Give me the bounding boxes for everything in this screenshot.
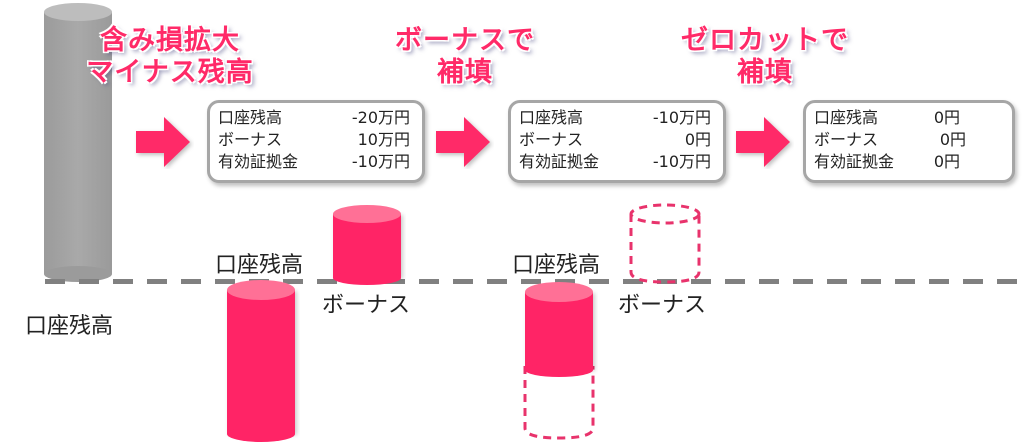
label-stage2-balance: 口座残高: [512, 253, 601, 278]
row-value: 0円: [933, 108, 960, 127]
label-initial-balance: 口座残高: [25, 314, 114, 339]
row-label: ボーナス: [519, 130, 584, 149]
info-box-stage3: 口座残高 0円 ボーナス 0円 有効証拠金 0円: [803, 100, 1015, 183]
row-balance: 口座残高 0円: [814, 107, 1004, 129]
row-bonus: ボーナス 0円: [519, 129, 715, 151]
row-label: 口座残高: [519, 108, 584, 127]
heading-line: ボーナスで: [395, 25, 535, 56]
row-value: 0円: [684, 130, 711, 149]
label-stage1-bonus: ボーナス: [322, 293, 411, 318]
heading-unrealized-loss: 含み損拡大 マイナス残高: [70, 25, 270, 89]
info-box-stage1: 口座残高 -20万円 ボーナス 10万円 有効証拠金 -10万円: [207, 100, 425, 183]
row-value: 0円: [939, 130, 966, 149]
stage2-bonus-cylinder-empty: [629, 203, 701, 284]
row-effective-margin: 有効証拠金 0円: [814, 151, 1004, 173]
stage2-balance-cylinder: [523, 282, 595, 440]
row-value: -10万円: [652, 108, 711, 127]
label-stage2-bonus: ボーナス: [618, 293, 707, 318]
row-bonus: ボーナス 0円: [814, 129, 1004, 151]
row-effective-margin: 有効証拠金 -10万円: [519, 151, 715, 173]
label-stage1-balance: 口座残高: [215, 253, 304, 278]
zero-baseline: [45, 279, 1024, 284]
right-arrow-icon: [136, 117, 190, 167]
right-arrow-icon: [736, 117, 790, 167]
row-value: 0円: [933, 152, 960, 171]
row-label: ボーナス: [218, 130, 283, 149]
heading-line: マイナス残高: [86, 57, 254, 88]
heading-line: ゼロカットで: [681, 25, 849, 56]
stage1-balance-cylinder: [227, 280, 295, 442]
row-bonus: ボーナス 10万円: [218, 129, 414, 151]
row-value: 10万円: [357, 130, 410, 149]
row-balance: 口座残高 -10万円: [519, 107, 715, 129]
heading-zerocut-cover: ゼロカットで 補填: [665, 25, 865, 89]
row-label: 有効証拠金: [519, 152, 600, 171]
row-label: 口座残高: [218, 108, 283, 127]
row-balance: 口座残高 -20万円: [218, 107, 414, 129]
row-value: -10万円: [652, 152, 711, 171]
row-value: -10万円: [351, 152, 410, 171]
row-value: -20万円: [351, 108, 410, 127]
info-box-stage2: 口座残高 -10万円 ボーナス 0円 有効証拠金 -10万円: [508, 100, 726, 183]
row-label: 口座残高: [814, 108, 879, 127]
stage1-bonus-cylinder: [333, 205, 401, 285]
heading-bonus-cover: ボーナスで 補填: [380, 25, 550, 89]
initial-balance-cylinder: [44, 3, 112, 282]
heading-line: 含み損拡大: [100, 25, 240, 56]
row-label: 有効証拠金: [814, 152, 895, 171]
row-label: ボーナス: [814, 130, 879, 149]
right-arrow-icon: [436, 117, 490, 167]
heading-line: 補填: [737, 57, 793, 88]
heading-line: 補填: [437, 57, 493, 88]
row-effective-margin: 有効証拠金 -10万円: [218, 151, 414, 173]
row-label: 有効証拠金: [218, 152, 299, 171]
